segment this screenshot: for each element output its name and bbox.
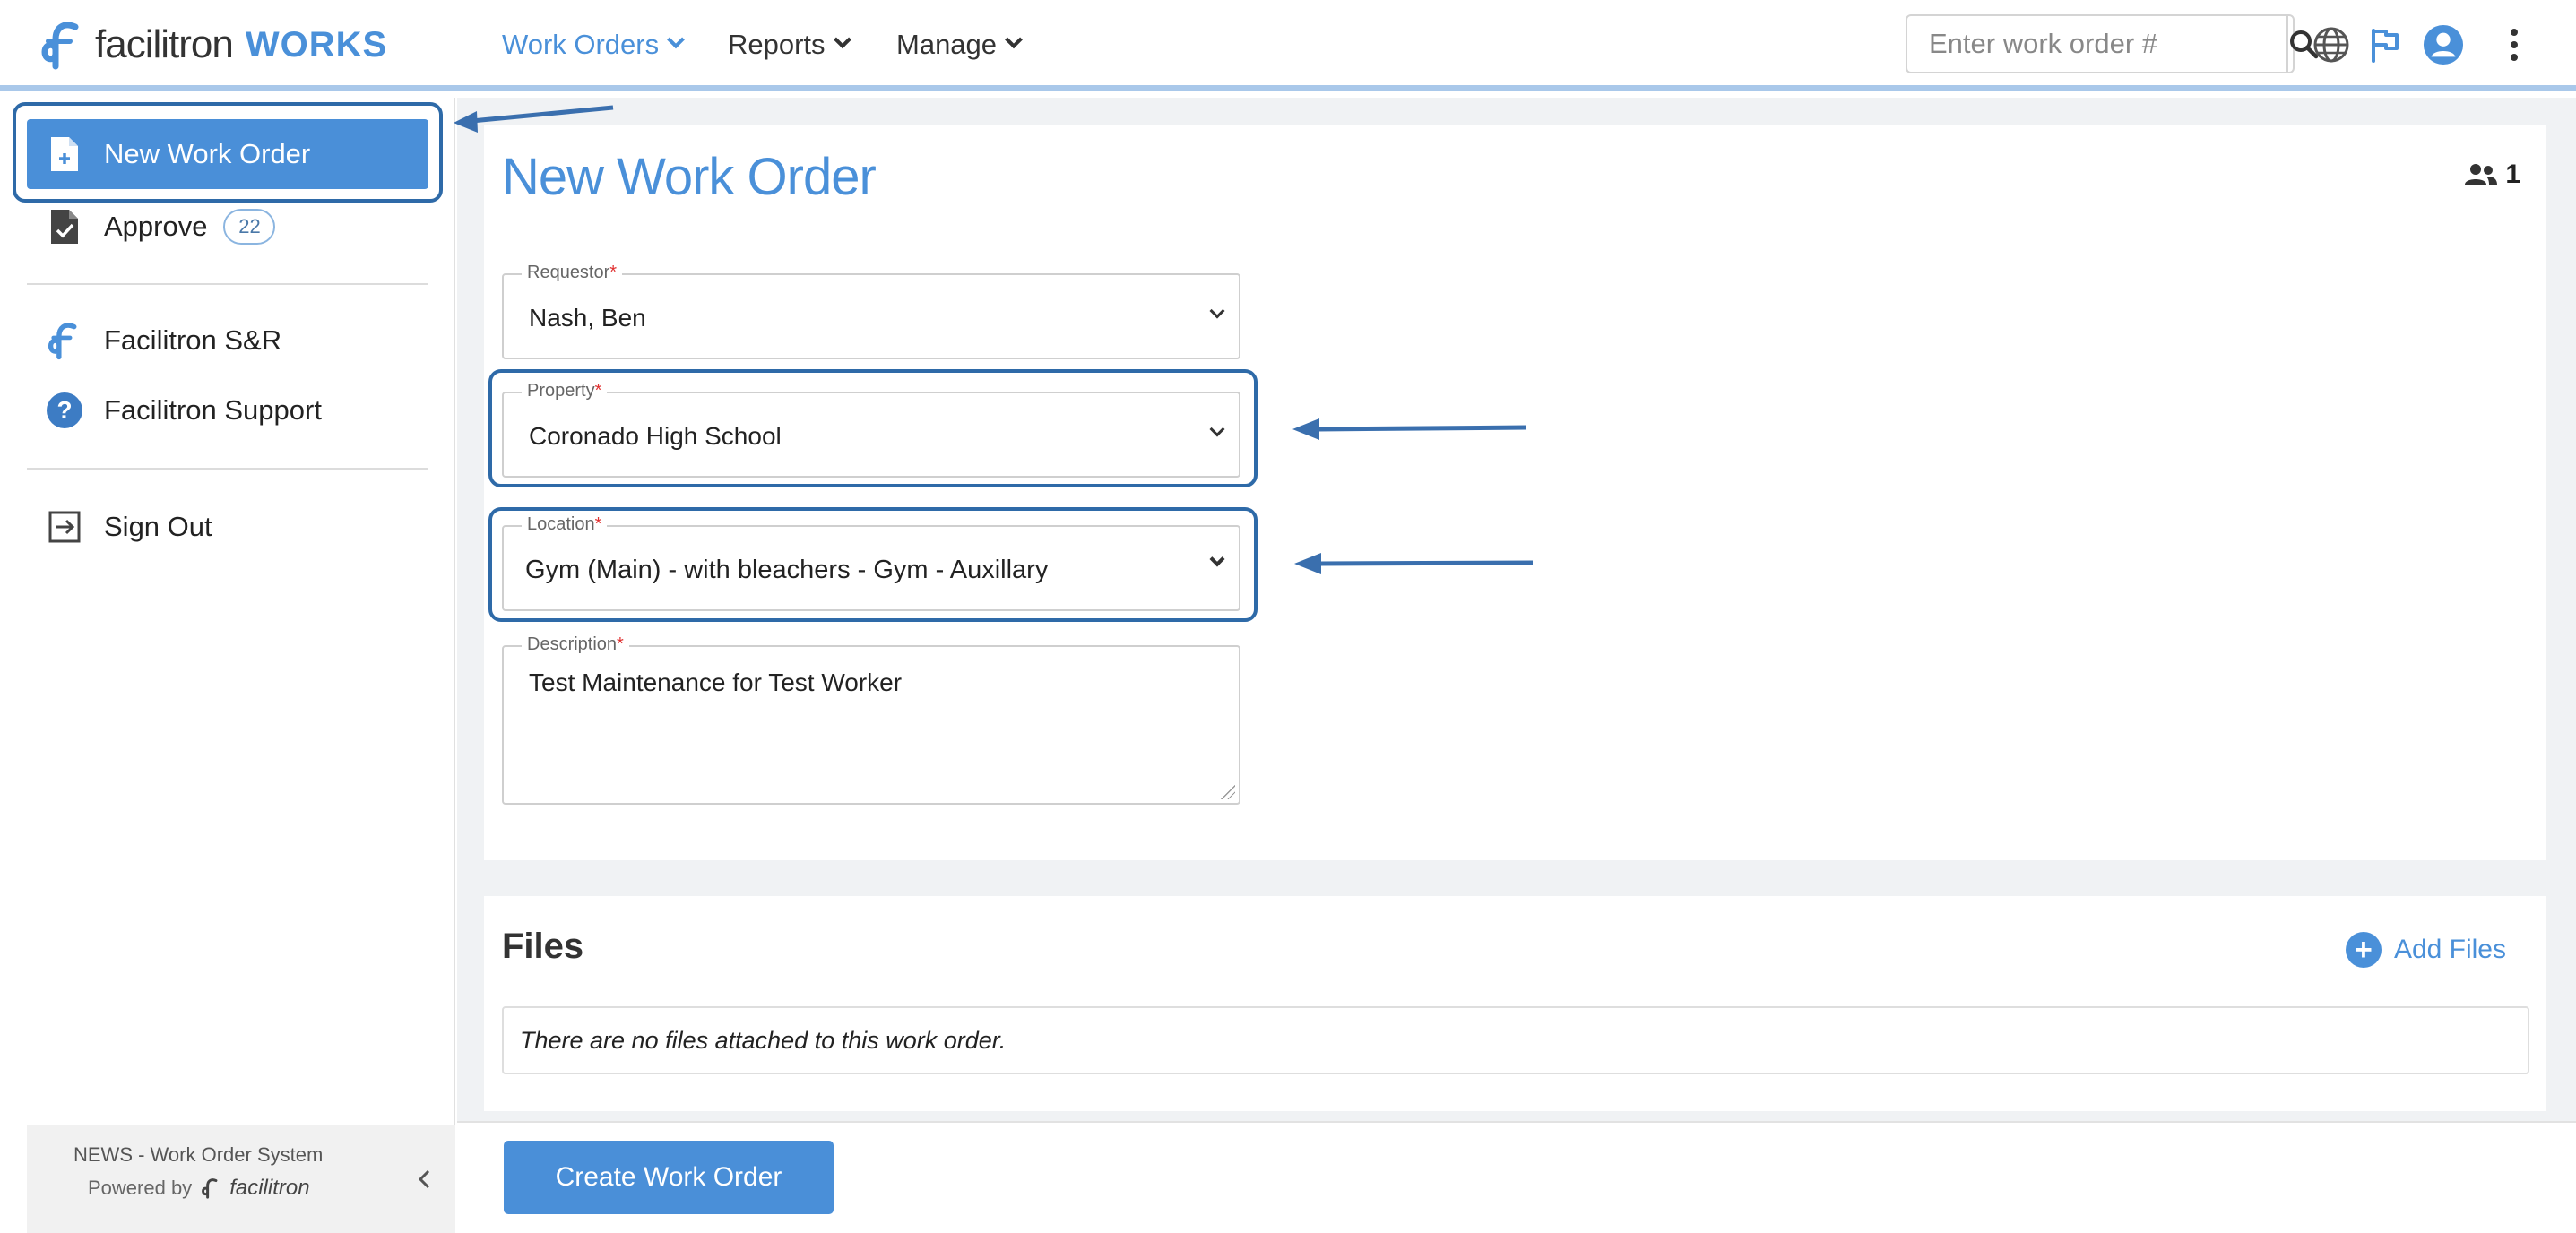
requestor-label-text: Requestor — [527, 263, 610, 282]
sidebar-item-label: Approve — [104, 211, 208, 242]
description-textarea[interactable]: Description* Test Maintenance for Test W… — [502, 634, 1240, 805]
plus-circle-icon: + — [2345, 932, 2382, 968]
sign-out-icon — [48, 511, 81, 543]
add-files-button[interactable]: + Add Files — [2345, 932, 2506, 968]
flag-icon — [2372, 29, 2399, 63]
highlight-new-work-order — [13, 102, 443, 203]
question-circle-icon: ? — [47, 392, 82, 428]
files-card: Files + Add Files There are no files att… — [484, 896, 2546, 1111]
facilitron-logo-icon — [48, 323, 77, 360]
nav-work-orders[interactable]: Work Orders — [502, 25, 686, 65]
sidebar-item-facilitron-sr[interactable]: Facilitron S&R — [27, 306, 428, 375]
sidebar-footer: NEWS - Work Order System Powered by faci… — [27, 1125, 455, 1233]
highlight-property-field — [488, 369, 1258, 487]
sidebar-item-label: Facilitron S&R — [104, 324, 282, 356]
file-check-icon-wrap — [45, 207, 84, 246]
location-select[interactable]: Location* Gym (Main) - with bleachers - … — [502, 514, 1240, 611]
work-order-search — [1906, 14, 2319, 73]
system-name: NEWS - Work Order System — [73, 1143, 324, 1166]
description-value: Test Maintenance for Test Worker — [529, 668, 903, 696]
chevron-down-icon — [1209, 303, 1225, 319]
sidebar: New Work Order Approve 22 Facilitron S&R — [27, 98, 455, 1233]
file-plus-icon-wrap — [45, 134, 84, 174]
required-mark: * — [609, 263, 618, 282]
facilitron-logo-icon — [41, 22, 79, 70]
watchers-indicator[interactable]: 1 — [2464, 160, 2520, 190]
requestor-label: Requestor* — [522, 263, 623, 283]
add-files-label: Add Files — [2393, 935, 2506, 964]
file-check-icon — [51, 210, 78, 244]
create-work-order-button[interactable]: Create Work Order — [504, 1141, 834, 1214]
powered-by-label: Powered by — [88, 1177, 193, 1199]
facilitron-logo-icon-wrap — [45, 321, 84, 360]
app-wordmark: facilitron — [95, 22, 234, 66]
sidebar-item-label: New Work Order — [104, 138, 311, 169]
sidebar-item-label: Facilitron Support — [104, 394, 322, 426]
globe-icon — [2313, 27, 2349, 63]
chevron-down-icon — [1005, 30, 1023, 49]
sidebar-item-new-work-order[interactable]: New Work Order — [27, 119, 428, 189]
nav-manage[interactable]: Manage — [896, 25, 1023, 65]
required-mark: * — [617, 634, 624, 654]
users-icon — [2465, 164, 2498, 185]
property-label: Property* — [522, 381, 608, 401]
work-order-form-card: New Work Order 1 Requestor* Nash, Ben Pr… — [484, 125, 2546, 860]
file-plus-icon — [51, 137, 78, 171]
top-bar: facilitron WORKS Work Orders Reports Man… — [0, 0, 2576, 91]
powered-by: Powered by facilitron — [88, 1176, 310, 1201]
search-button[interactable] — [2286, 16, 2319, 72]
location-label: Location* — [522, 514, 608, 535]
app-product-name: WORKS — [245, 24, 388, 65]
powered-by-brand: facilitron — [229, 1176, 310, 1200]
requestor-value: Nash, Ben — [529, 304, 646, 332]
question-circle-icon-wrap: ? — [45, 391, 84, 430]
highlight-location-field — [488, 507, 1258, 622]
property-label-text: Property — [527, 381, 595, 401]
resize-handle[interactable] — [1221, 785, 1235, 799]
search-icon — [2290, 30, 2319, 59]
more-vertical-icon — [2511, 29, 2518, 61]
sidebar-item-label: Sign Out — [104, 511, 212, 542]
property-select[interactable]: Property* Coronado High School — [502, 381, 1240, 478]
required-mark: * — [594, 514, 602, 534]
files-empty-message: There are no files attached to this work… — [502, 1006, 2529, 1074]
user-avatar-icon — [2423, 24, 2464, 65]
account-button[interactable] — [2423, 24, 2464, 65]
nav-reports-label: Reports — [728, 29, 826, 60]
sidebar-item-facilitron-support[interactable]: ? Facilitron Support — [27, 375, 428, 445]
requestor-select[interactable]: Requestor* Nash, Ben — [502, 263, 1240, 359]
chevron-down-icon — [833, 30, 851, 49]
svg-text:?: ? — [56, 396, 72, 424]
app-logo[interactable]: facilitron WORKS — [39, 18, 387, 72]
sidebar-item-sign-out[interactable]: Sign Out — [27, 492, 428, 562]
property-value: Coronado High School — [529, 422, 782, 450]
sidebar-divider — [27, 283, 428, 285]
facilitron-logo-icon — [202, 1178, 218, 1199]
files-title: Files — [502, 927, 584, 966]
location-value: Gym (Main) - with bleachers - Gym - Auxi… — [525, 556, 1049, 584]
required-mark: * — [594, 381, 602, 401]
chevron-down-icon — [667, 30, 686, 49]
collapse-sidebar-icon[interactable] — [414, 1168, 436, 1190]
nav-manage-label: Manage — [896, 29, 998, 60]
more-menu-button[interactable] — [2494, 24, 2535, 65]
approve-count-badge: 22 — [223, 209, 276, 245]
description-label-text: Description — [527, 634, 618, 654]
action-bar: Create Work Order — [457, 1121, 2576, 1233]
nav-reports[interactable]: Reports — [728, 25, 851, 65]
work-order-search-input[interactable] — [1907, 16, 2286, 72]
description-label: Description* — [522, 634, 629, 655]
sidebar-divider — [27, 468, 428, 470]
sign-out-icon-wrap — [45, 507, 84, 547]
language-button[interactable] — [2311, 24, 2352, 65]
watchers-count: 1 — [2505, 160, 2520, 189]
nav-work-orders-label: Work Orders — [502, 29, 660, 60]
location-label-text: Location — [527, 514, 595, 534]
flag-button[interactable] — [2364, 24, 2406, 65]
main-content: New Work Order 1 Requestor* Nash, Ben Pr… — [457, 98, 2576, 1233]
sidebar-item-approve[interactable]: Approve 22 — [27, 192, 428, 262]
page-title: New Work Order — [502, 148, 877, 206]
